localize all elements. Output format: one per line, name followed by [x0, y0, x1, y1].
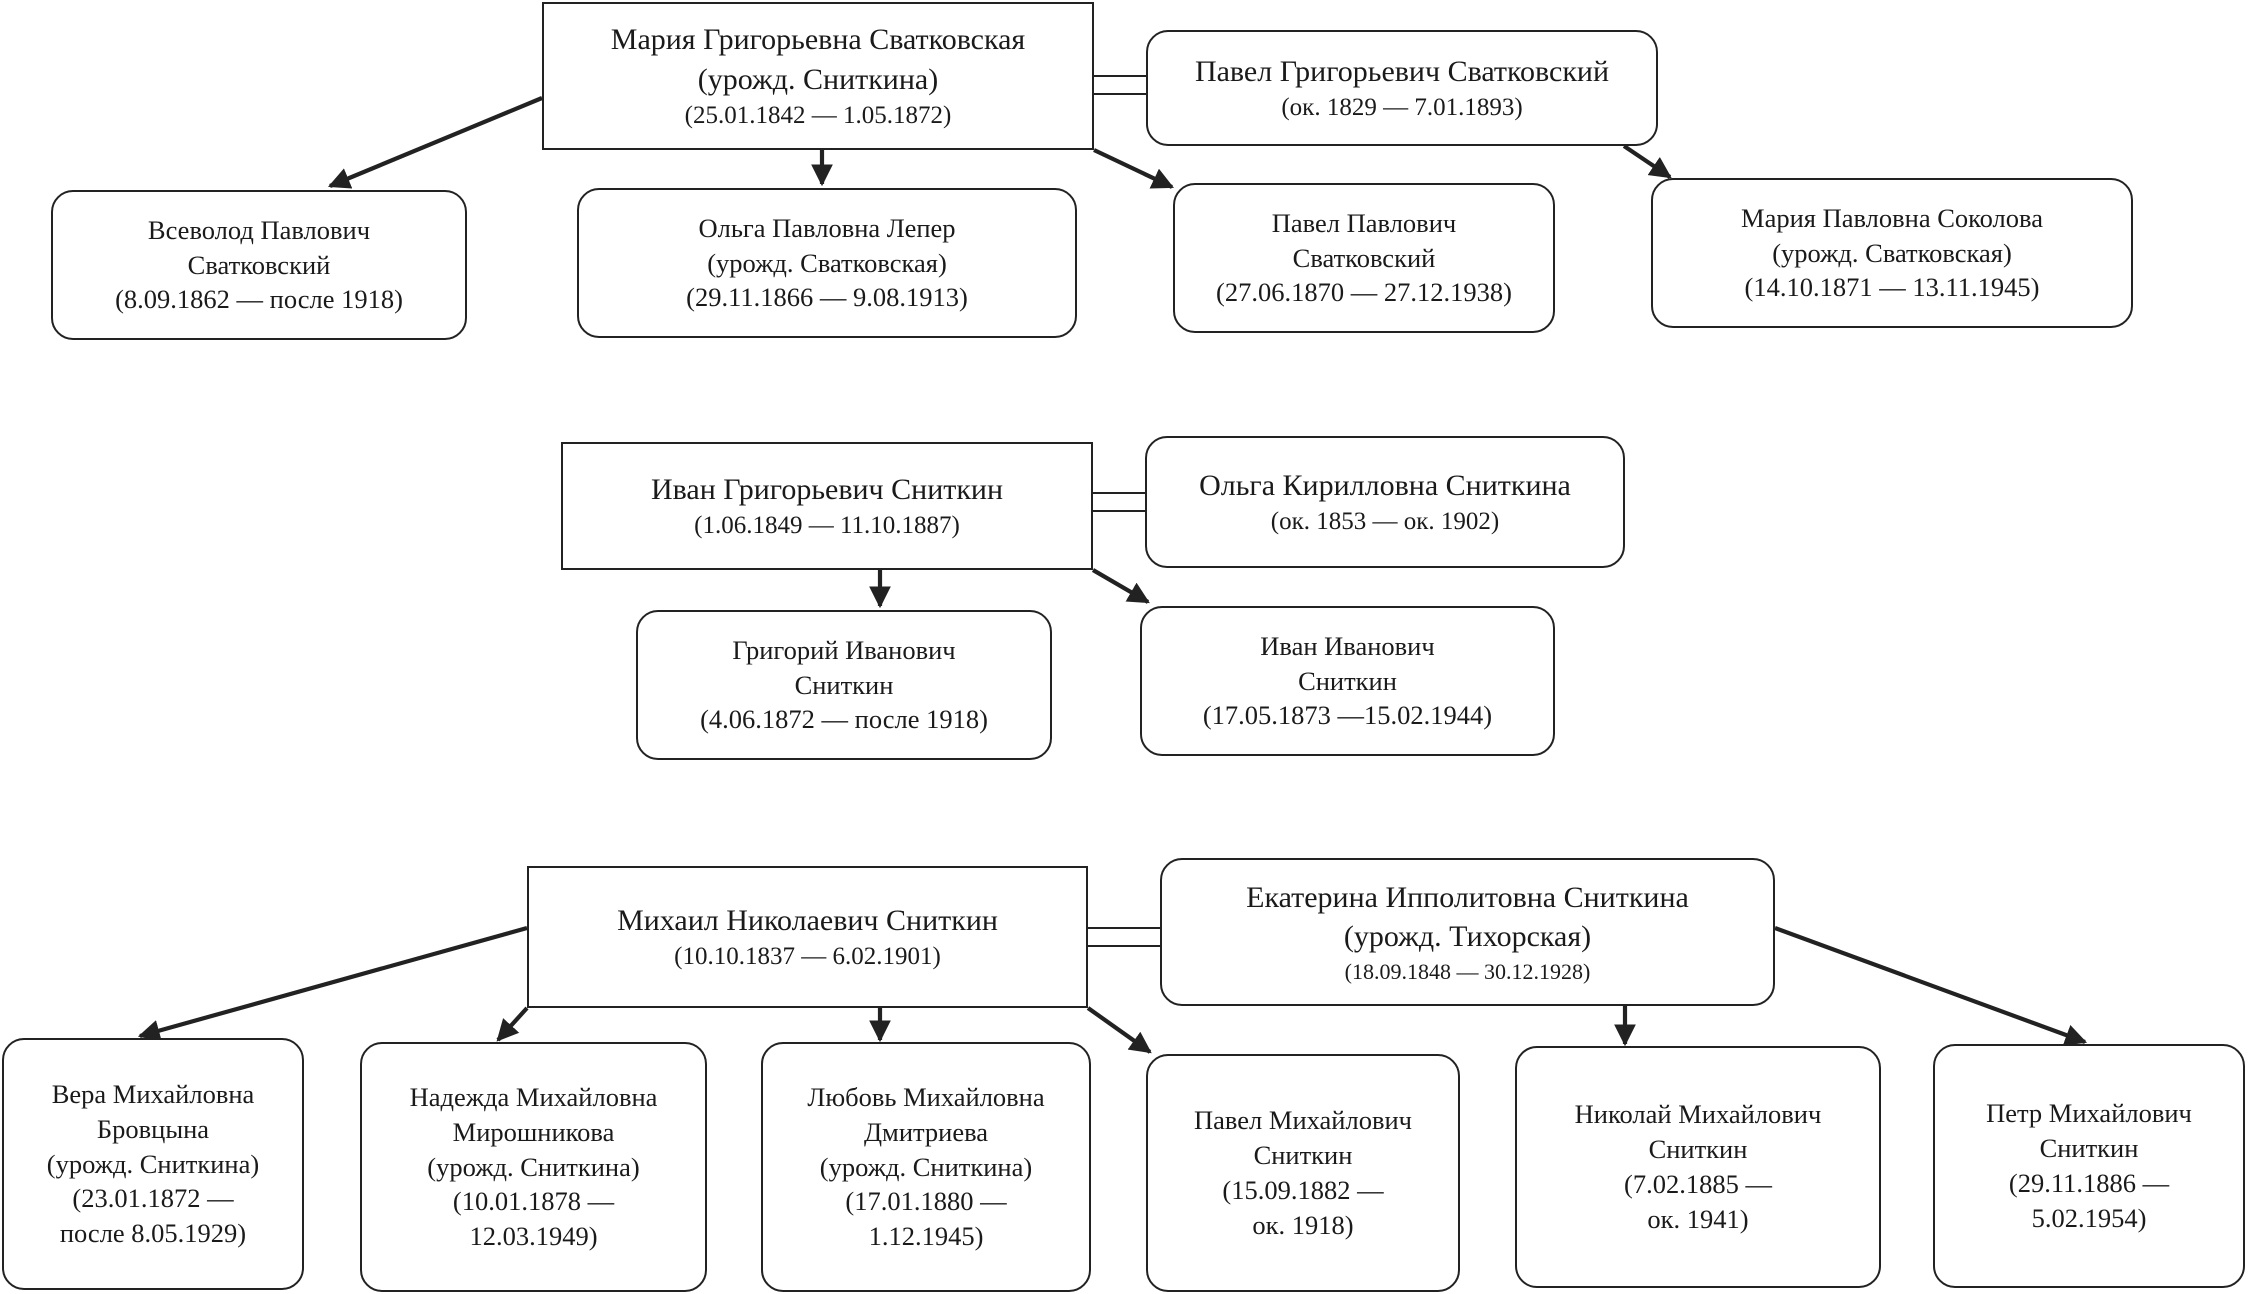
dates-line: после 8.05.1929): [59, 1218, 247, 1249]
surname-line: Сниткин: [1253, 1140, 1353, 1171]
name-line: Ольга Кирилловна Сниткина: [1199, 468, 1571, 502]
maiden-name-line: (урожд. Сватковская): [707, 247, 947, 278]
descent-arrow: [496, 1006, 529, 1042]
maiden-name-line: (урожд. Сниткина): [697, 62, 939, 96]
surname-line: Дмитриева: [863, 1116, 989, 1147]
dates-line: (1.06.1849 — 11.10.1887): [694, 512, 960, 540]
dates-line: (25.01.1842 — 1.05.1872): [684, 102, 952, 130]
surname-line: Сватковский: [1292, 242, 1436, 273]
person-maria-svatkovskaya: Мария Григорьевна Сватковская (урожд. Сн…: [542, 2, 1094, 150]
person-olga-leper: Ольга Павловна Лепер (урожд. Сватковская…: [577, 188, 1077, 338]
name-line: Петр Михайлович: [1986, 1098, 2192, 1129]
person-lyubov-dmitrieva: Любовь Михайловна Дмитриева (урожд. Снит…: [761, 1042, 1091, 1292]
person-ekaterina-snitkina: Екатерина Ипполитовна Сниткина (урожд. Т…: [1160, 858, 1775, 1006]
maiden-name-line: (урожд. Сватковская): [1772, 237, 2012, 268]
dates-line: (23.01.1872 —: [72, 1183, 234, 1214]
person-ivan-snitkin: Иван Григорьевич Сниткин (1.06.1849 — 11…: [561, 442, 1093, 570]
dates-line: (17.01.1880 —: [845, 1186, 1007, 1217]
name-line: Всеволод Павлович: [147, 214, 371, 245]
descent-arrow: [1622, 144, 1672, 179]
dates-line: (10.01.1878 —: [452, 1186, 615, 1217]
surname-line: Сватковский: [187, 249, 331, 280]
surname-line: Сниткин: [2039, 1133, 2139, 1164]
surname-line: Сниткин: [1298, 665, 1397, 696]
maiden-name-line: (урожд. Сниткина): [819, 1151, 1033, 1182]
name-line: Любовь Михайловна: [807, 1081, 1045, 1112]
name-line: Михаил Николаевич Сниткин: [617, 903, 998, 937]
person-pavel-pavlovich-svatkovsky: Павел Павлович Сватковский (27.06.1870 —…: [1173, 183, 1555, 333]
dates-line: 12.03.1949): [469, 1221, 598, 1252]
dates-line: 5.02.1954): [2031, 1202, 2147, 1233]
name-line: Вера Михайловна: [51, 1078, 255, 1109]
person-nadezhda-miroshnikova: Надежда Михайловна Мирошникова (урожд. С…: [360, 1042, 707, 1292]
name-line: Надежда Михайловна: [409, 1081, 658, 1112]
person-pavel-mikhailovich-snitkin: Павел Михайлович Сниткин (15.09.1882 — о…: [1146, 1054, 1460, 1292]
descent-arrow: [1774, 926, 2088, 1046]
dates-line: (ок. 1853 — ок. 1902): [1270, 508, 1500, 536]
dates-line: (27.06.1870 — 27.12.1938): [1216, 277, 1512, 308]
dates-line: (ок. 1829 — 7.01.1893): [1281, 94, 1523, 122]
descent-arrow: [327, 96, 543, 189]
surname-line: Сниткин: [794, 669, 894, 700]
dates-line: (17.05.1873 —15.02.1944): [1202, 700, 1493, 731]
maiden-name-line: (урожд. Сниткина): [427, 1151, 640, 1182]
surname-line: Сниткин: [1648, 1134, 1748, 1165]
name-line: Павел Григорьевич Сватковский: [1194, 54, 1610, 88]
dates-line: ок. 1941): [1647, 1203, 1749, 1234]
dates-line: (10.10.1837 — 6.02.1901): [674, 943, 941, 971]
person-nikolai-snitkin: Николай Михайлович Сниткин (7.02.1885 — …: [1515, 1046, 1881, 1288]
dates-line: 1.12.1945): [868, 1221, 984, 1252]
maiden-name-line: (урожд. Сниткина): [46, 1148, 260, 1179]
person-petr-snitkin: Петр Михайлович Сниткин (29.11.1886 — 5.…: [1933, 1044, 2245, 1288]
name-line: Иван Иванович: [1260, 630, 1435, 661]
dates-line: (29.11.1886 —: [2008, 1168, 2170, 1198]
person-vera-brovtsyna: Вера Михайловна Бровцына (урожд. Сниткин…: [2, 1038, 304, 1290]
name-line: Григорий Иванович: [732, 634, 956, 665]
surname-line: Бровцына: [96, 1113, 210, 1144]
name-line: Павел Павлович: [1271, 207, 1457, 238]
person-maria-sokolova: Мария Павловна Соколова (урожд. Сватковс…: [1651, 178, 2133, 328]
dates-line: (7.02.1885 —: [1624, 1169, 1772, 1199]
name-line: Екатерина Ипполитовна Сниткина: [1246, 880, 1689, 914]
surname-line: Мирошникова: [452, 1116, 615, 1147]
dates-line: (15.09.1882 —: [1222, 1175, 1384, 1205]
name-line: Мария Григорьевна Сватковская: [610, 22, 1026, 56]
descent-arrows: [137, 96, 2088, 1054]
maiden-name-line: (урожд. Тихорская): [1343, 920, 1592, 954]
name-line: Павел Михайлович: [1194, 1105, 1412, 1136]
person-vsevolod-svatkovsky: Всеволод Павлович Сватковский (8.09.1862…: [51, 190, 467, 340]
dates-line: (29.11.1866 — 9.08.1913): [686, 282, 968, 313]
name-line: Ольга Павловна Лепер: [698, 212, 956, 243]
dates-line: (14.10.1871 — 13.11.1945): [1744, 272, 2040, 303]
dates-line: (8.09.1862 — после 1918): [115, 284, 403, 315]
person-mikhail-snitkin: Михаил Николаевич Сниткин (10.10.1837 — …: [527, 866, 1088, 1008]
person-pavel-svatkovsky: Павел Григорьевич Сватковский (ок. 1829 …: [1146, 30, 1658, 146]
descent-arrow: [1093, 148, 1174, 189]
name-line: Мария Павловна Соколова: [1741, 202, 2043, 233]
dates-line: ок. 1918): [1252, 1209, 1354, 1240]
person-grigory-snitkin: Григорий Иванович Сниткин (4.06.1872 — п…: [636, 610, 1052, 760]
descent-arrow: [1086, 1006, 1152, 1054]
descent-arrow: [1091, 568, 1150, 604]
dates-line: (18.09.1848 — 30.12.1928): [1344, 959, 1591, 985]
dates-line: (4.06.1872 — после 1918): [700, 704, 988, 735]
marriage-lines: [1088, 75, 1160, 947]
person-ivan-ivanovich-snitkin: Иван Иванович Сниткин (17.05.1873 —15.02…: [1140, 606, 1555, 756]
person-olga-snitkina: Ольга Кирилловна Сниткина (ок. 1853 — ок…: [1145, 436, 1625, 568]
name-line: Николай Михайлович: [1574, 1099, 1822, 1130]
name-line: Иван Григорьевич Сниткин: [650, 472, 1004, 506]
descent-arrow: [137, 925, 528, 1042]
